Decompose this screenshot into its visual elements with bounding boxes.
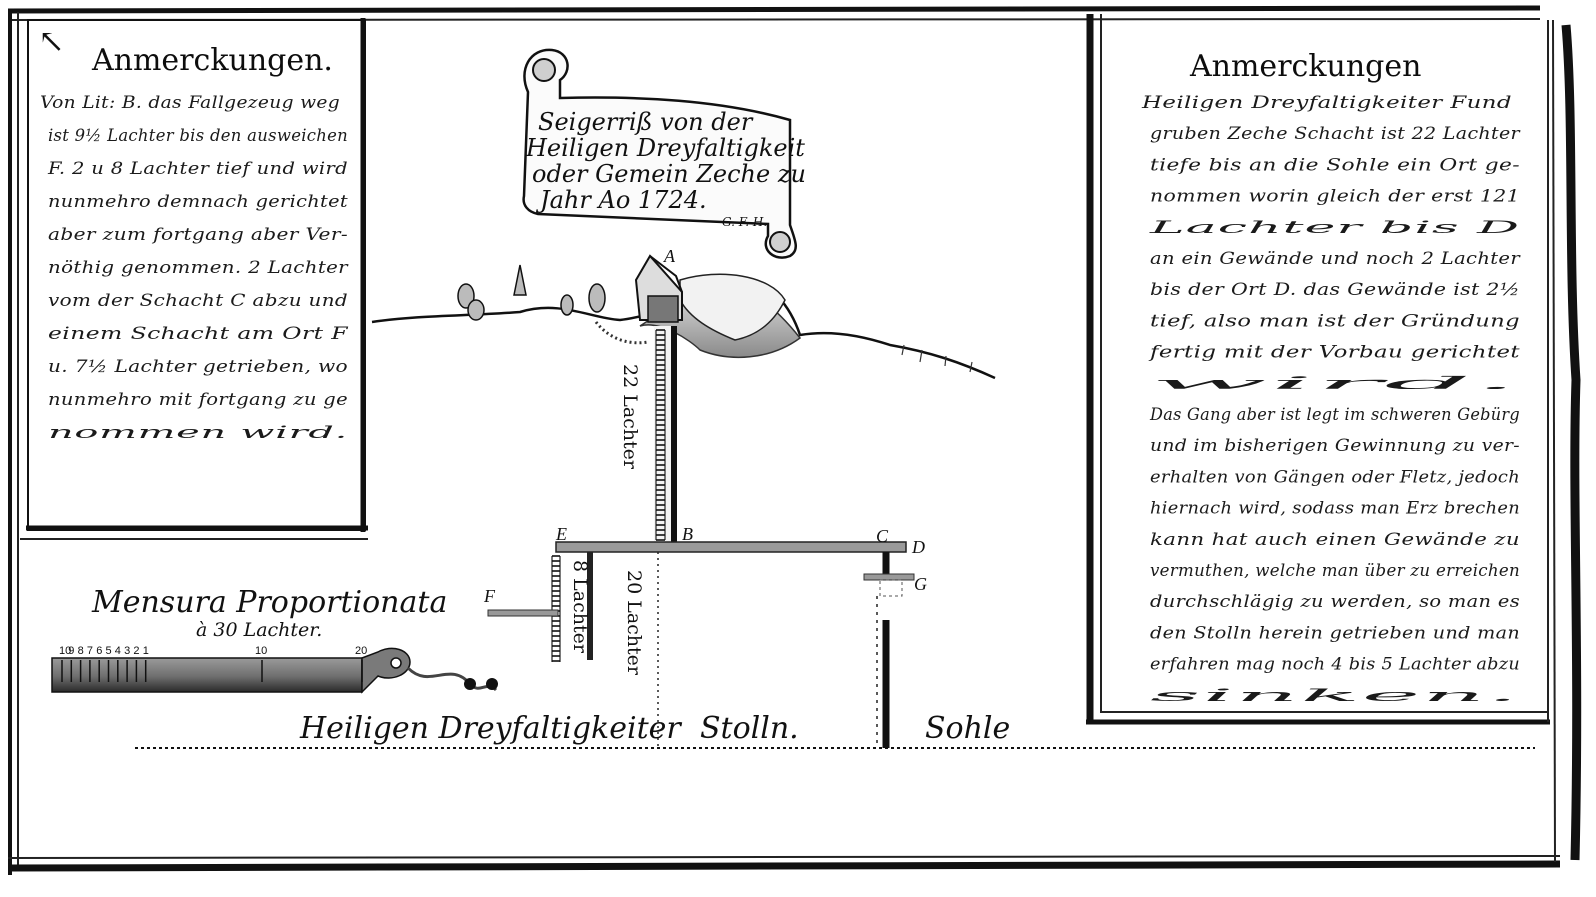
mine-name-label: Heiligen Dreyfaltigkeiter [299,711,682,746]
left-note-line: aber zum fortgang aber Ver- [48,225,348,245]
right-note-line: sinken. [1150,686,1520,706]
left-note-line: nunmehro demnach gerichtet [48,192,348,212]
right-note-line: erhalten von Gängen oder Fletz, jedoch [1150,467,1520,487]
point-e-label: E [555,524,567,544]
shaft-house-icon [634,254,683,323]
point-d-label: D [911,537,925,557]
left-note-line: nommen wird. [48,423,348,443]
title-scroll-banner: Seigerriß von der Heiligen Dreyfaltigkei… [522,48,806,259]
gallery-e-d [555,541,907,553]
point-c-label: C [876,526,889,546]
right-note-line: an ein Gewände und noch 2 Lachter [1150,249,1521,269]
right-note-line: wird. [1150,374,1520,394]
left-note-line: nunmehro mit fortgang zu ge [48,390,348,410]
scroll-curl-bottom-icon [769,231,791,253]
scale-tick-label: 9 [68,645,74,657]
tree-icons [457,264,606,321]
scale-tick-label: 2 [133,645,139,657]
scale-subtitle: à 30 Lachter. [196,619,322,641]
right-note-line: durchschlägig zu werden, so man es [1150,592,1520,612]
title-line-4: Jahr Ao 1724. [535,186,707,214]
title-line-3: oder Gemein Zeche zu [532,160,806,188]
left-notes-panel: ↖ Anmerckungen. Von Lit: B. das Fallgeze… [20,18,368,540]
right-note-line: bis der Ort D. das Gewände ist 2½ [1150,280,1520,300]
mine-workings: A B C D E F G 22 Lachter 8 Lachter 20 La… [135,246,1535,749]
scale-title: Mensura Proportionata [91,585,447,620]
right-note-line: Heiligen Dreyfaltigkeiter Fund [1141,93,1512,113]
title-small-note: G. F. H. [722,215,767,229]
scale-tick-label: 5 [106,645,112,657]
right-note-line: nommen worin gleich der erst 121 [1150,187,1520,207]
scroll-curl-top-icon [532,58,556,82]
right-notes-panel: Anmerckungen Heiligen Dreyfaltigkeiter F… [1086,14,1550,725]
left-winze-ladder [551,555,561,662]
scale-tick-label: 10 [255,645,267,657]
adit-f [487,609,559,617]
sohle-label: Sohle [925,711,1010,746]
left-panel-title: Anmerckungen. [91,43,333,78]
left-note-line: einem Schacht am Ort F [48,324,349,344]
right-note-line: tief, also man ist der Gründung [1150,311,1520,331]
right-note-line: und im bisherigen Gewinnung zu ver- [1150,436,1520,456]
right-note-line: Lachter bis D [1147,218,1520,238]
point-g-label: G [914,574,927,594]
grass-tufts [901,344,973,373]
right-note-line: vermuthen, welche man über zu erreichen [1150,561,1520,581]
right-note-line: tiefe bis an die Sohle ein Ort ge- [1150,155,1520,175]
title-line-1: Seigerriß von der [538,108,754,136]
dotted-depth-label: 20 Lachter [623,570,645,676]
surface-landscape [371,254,996,380]
right-note-line: hiernach wird, sodass man Erz brechen [1150,499,1520,519]
scale-tick-label: 10 [59,645,71,657]
right-panel-notes: Heiligen Dreyfaltigkeiter Fund gruben Zec… [1141,93,1521,706]
scale-tick-label: 8 [78,645,84,657]
main-shaft-ladder [655,329,666,541]
scale-tick-label: 7 [87,645,93,657]
left-note-line: u. 7½ Lachter getrieben, wo [48,357,348,377]
right-note-line: den Stolln herein getrieben und man [1150,623,1520,643]
corner-arrow-mark: ↖ [38,22,65,60]
right-note-line: gruben Zeche Schacht ist 22 Lachter [1150,124,1521,144]
scale-tick-label: 4 [115,645,121,657]
scale-tick-label: 20 [355,645,367,657]
stolln-label: Stolln. [700,711,799,746]
left-note-line: Von Lit: B. das Fallgezeug weg [40,93,340,113]
left-note-line: F. 2 u 8 Lachter tief und wird [47,159,348,179]
title-line-2: Heiligen Dreyfaltigkeit [525,134,805,162]
left-panel-notes: Von Lit: B. das Fallgezeug weg ist 9½ Lac… [40,93,349,443]
left-note-line: nöthig genommen. 2 Lachter [48,258,349,278]
right-note-line: fertig mit der Vorbau gerichtet [1147,343,1520,363]
point-b-label: B [682,524,693,544]
left-note-line: ist 9½ Lachter bis den ausweichen [48,126,348,146]
bottom-labels: Heiligen Dreyfaltigkeiter Stolln. Sohle [299,711,1010,746]
scroll-outline [522,48,797,259]
point-a-label: A [663,246,676,266]
main-shaft-depth-label: 22 Lachter [619,364,641,470]
right-note-line: kann hat auch einen Gewände zu [1150,530,1520,550]
left-winze-depth-label: 8 Lachter [569,560,591,654]
scale-ruler [51,657,363,693]
right-note-line: erfahren mag noch 4 bis 5 Lachter abzu [1150,655,1520,675]
scale-tick-label: 1 [143,645,149,657]
right-panel-title: Anmerckungen [1189,49,1421,84]
left-note-line: vom der Schacht C abzu und [48,291,348,311]
right-note-line: Das Gang aber ist legt im schweren Gebür… [1149,405,1520,425]
scale-tick-label: 6 [96,645,102,657]
point-f-label: F [483,586,496,606]
scale-tick-label: 3 [124,645,130,657]
